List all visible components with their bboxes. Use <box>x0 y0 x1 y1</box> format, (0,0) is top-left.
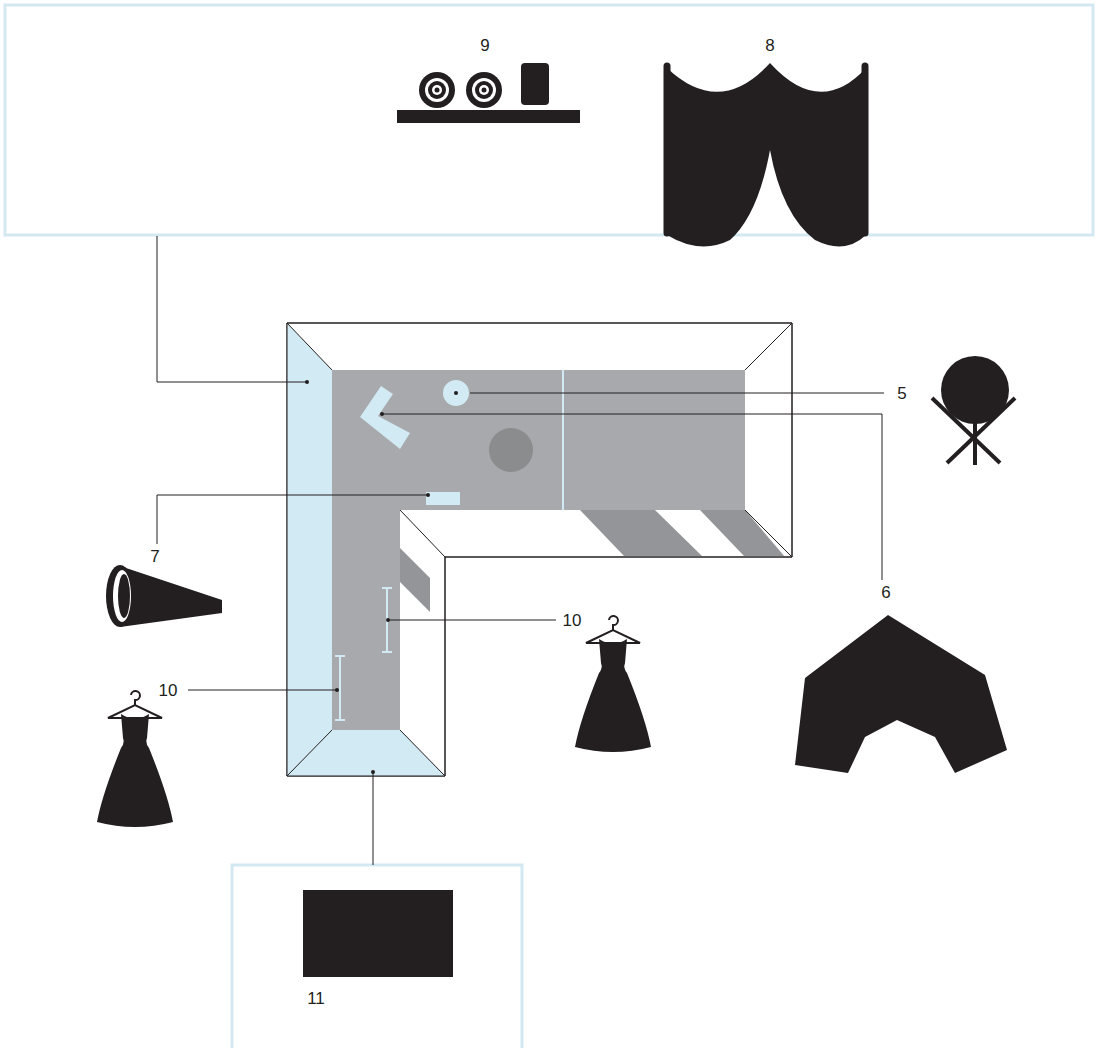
dress-icon <box>97 691 173 827</box>
detail-panel <box>5 5 1093 235</box>
dress-icon <box>575 616 651 752</box>
callout-number: 10 <box>157 681 180 700</box>
callout-number: 6 <box>879 583 892 602</box>
callout-number: 11 <box>305 989 327 1008</box>
speaker-icon <box>106 565 222 627</box>
detail-panel <box>232 865 522 1048</box>
callout-number: 7 <box>148 547 161 566</box>
shelf-icon <box>397 63 580 123</box>
callout-number: 8 <box>763 36 776 55</box>
leader-dots <box>305 380 458 774</box>
callout-number: 10 <box>561 611 584 630</box>
callout-number: 9 <box>478 36 491 55</box>
room-plan <box>287 323 792 776</box>
tent-icon <box>795 615 1007 773</box>
curtain-icon <box>667 63 866 246</box>
screen-icon <box>303 890 453 977</box>
callout-number: 5 <box>895 384 908 403</box>
leader-lines <box>157 236 884 865</box>
chair-icon <box>932 356 1015 465</box>
